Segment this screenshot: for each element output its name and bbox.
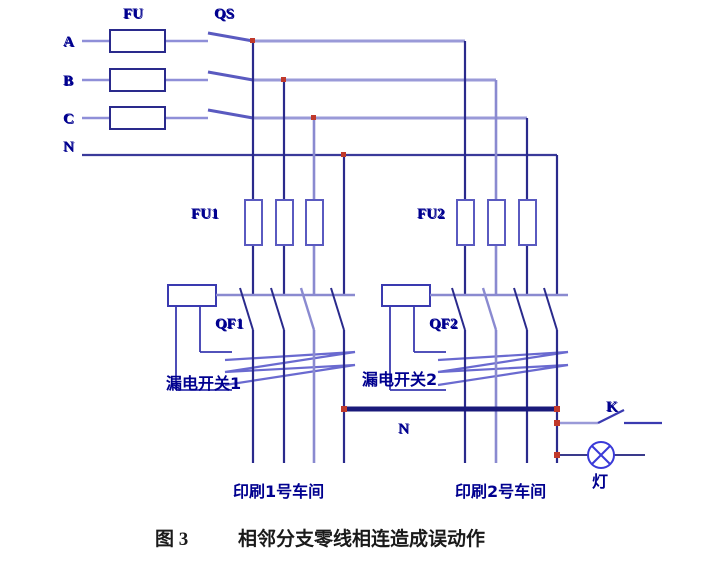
phase-label-a-text: A: [63, 34, 74, 50]
label-qf1: QF1 QF1: [215, 316, 244, 333]
fu-label-shadow: FU: [124, 7, 144, 23]
phase-label-n: N N: [63, 139, 75, 156]
fu2-label-text: FU2: [417, 206, 445, 222]
neutral-bus-link: [341, 406, 560, 412]
label-fu: FU FU: [123, 6, 144, 23]
workshop2-label: 印刷2号车间: [455, 482, 546, 501]
phase-label-n-text: N: [63, 139, 74, 155]
qf2-label-shadow: QF2: [430, 317, 458, 333]
fu1-label-text: FU1: [191, 206, 219, 222]
branch2-load-lines: [463, 330, 559, 463]
qf1-label-shadow: QF1: [216, 317, 244, 333]
supply-lines: [82, 39, 557, 157]
junction-dots: [250, 38, 346, 157]
label-qs: QS QS: [214, 6, 235, 23]
lamp-branch-circuit[interactable]: [554, 409, 662, 469]
qf1-label-text: QF1: [215, 316, 243, 332]
label-fu1: FU1 FU1: [191, 206, 220, 223]
label-qf2: QF2 QF2: [429, 316, 458, 333]
fuse-fu-group: [109, 29, 166, 130]
breaker-qf2[interactable]: [381, 284, 569, 391]
branch1-load-lines: [251, 330, 346, 463]
elcb2-label: 漏电开关2: [362, 370, 437, 389]
neutral-bus-label-shadow: N: [399, 422, 410, 438]
fu1-label-shadow: FU1: [192, 207, 220, 223]
label-neutral-bus: N N: [398, 421, 410, 438]
workshop1-label: 印刷1号车间: [233, 482, 324, 501]
phase-label-b: B B: [63, 73, 74, 90]
phase-label-c-text: C: [63, 111, 74, 127]
qs-label-text: QS: [214, 6, 234, 22]
k-label-text: K: [606, 399, 618, 415]
phase-label-b-shadow: B: [64, 74, 74, 90]
phase-label-a-shadow: A: [64, 35, 75, 51]
phase-label-n-shadow: N: [64, 140, 75, 156]
qf2-label-text: QF2: [429, 316, 457, 332]
phase-label-b-text: B: [63, 73, 73, 89]
phase-label-c: C C: [63, 111, 75, 128]
disconnect-switch-qs[interactable]: [207, 31, 527, 120]
k-label-shadow: K: [607, 400, 619, 416]
fuse-bank-fu1: [244, 199, 324, 246]
breaker-qf1[interactable]: [167, 284, 356, 391]
label-k-switch: K K: [606, 399, 619, 416]
neutral-bus-label-text: N: [398, 421, 409, 437]
fu2-label-shadow: FU2: [418, 207, 446, 223]
figure-caption-text: 相邻分支零线相连造成误动作: [238, 527, 485, 550]
qs-label-shadow: QS: [215, 7, 235, 23]
elcb1-label: 漏电开关1: [166, 374, 241, 393]
label-fu2: FU2 FU2: [417, 206, 446, 223]
figure-caption-number: 图 3: [155, 528, 188, 550]
phase-label-c-shadow: C: [64, 112, 75, 128]
phase-label-a: A A: [63, 34, 75, 51]
fuse-bank-fu2: [456, 199, 537, 246]
fu-label-text: FU: [123, 6, 143, 22]
lamp-label: 灯: [592, 472, 608, 491]
